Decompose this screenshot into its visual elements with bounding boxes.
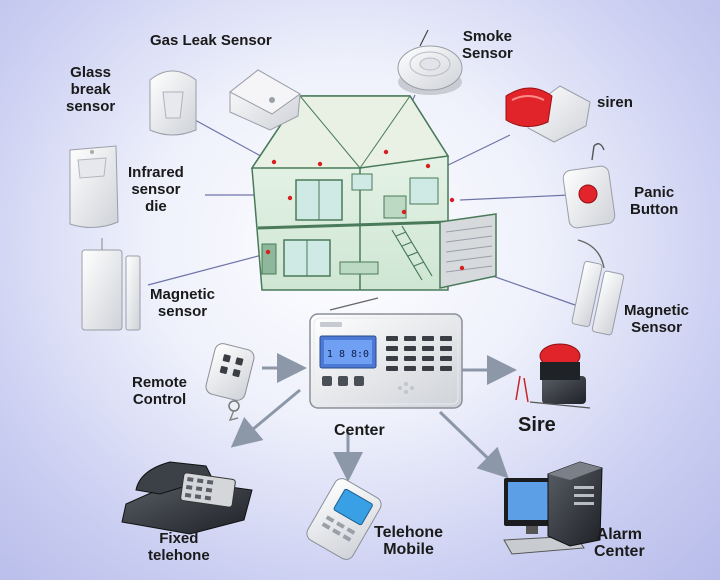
line-siren [437, 134, 511, 171]
label-remote-line-1: Remote [132, 374, 188, 391]
remote-control-device [205, 343, 255, 422]
label-fixed-line-2: telehone [148, 547, 210, 564]
label-alarm-center: Alarm Center [594, 526, 645, 560]
label-panic-line-2: Button [630, 201, 679, 218]
alarm-center-computer [503, 461, 603, 555]
label-gas-leak-sensor: Gas Leak Sensor [150, 32, 272, 49]
label-panic-line-1: Panic [634, 184, 675, 201]
panic-button-device [562, 143, 616, 229]
label-panic-button: Panic Button [630, 184, 678, 218]
label-fixed-line-1: Fixed [159, 530, 199, 547]
sire-device [515, 343, 591, 409]
label-magnetic-left-line-1: Magnetic [150, 286, 216, 303]
mobile-phone-device [306, 478, 382, 560]
label-telephone-mobile: Telehone Mobile [374, 524, 443, 558]
label-magnetic-right-line-2: Sensor [631, 319, 682, 336]
smoke-sensor-device [397, 29, 463, 95]
gas-leak-sensor-device [229, 69, 301, 131]
label-alarm-line-2: Center [594, 543, 645, 560]
glass-break-sensor-device [149, 70, 197, 136]
panel-keypad [386, 336, 452, 371]
line-glass-break [194, 119, 269, 161]
infrared-sensor-device [69, 145, 119, 228]
label-magnetic-left-line-2: sensor [157, 303, 208, 320]
fixed-telephone-device [121, 461, 253, 535]
label-sire: Sire [518, 414, 556, 436]
label-alarm-line-1: Alarm [596, 526, 643, 543]
label-infrared-line-2: sensor [131, 181, 181, 198]
siren-device [505, 85, 591, 143]
label-center: Center [334, 422, 385, 439]
line-magnetic-left [147, 254, 263, 286]
magnetic-sensor-left-device [81, 238, 141, 331]
control-panel-device: 1 8 8:0 [309, 297, 463, 409]
label-smoke-sensor-line-1: Smoke [462, 28, 513, 45]
label-magnetic-sensor-right: Magnetic Sensor [624, 302, 689, 336]
label-magnetic-sensor-left: Magnetic sensor [150, 286, 215, 320]
label-remote-line-2: Control [132, 391, 187, 408]
label-mobile-line-2: Mobile [383, 541, 434, 558]
arrow-center-to-alarm-center [438, 410, 509, 479]
label-magnetic-right-line-1: Magnetic [624, 302, 690, 319]
line-panic [459, 194, 571, 201]
label-infrared-line-3: die [145, 198, 167, 215]
label-smoke-sensor: Smoke Sensor [462, 28, 513, 62]
label-fixed-telephone: Fixed telehone [148, 530, 210, 564]
connection-arrows [230, 353, 517, 482]
label-infrared-line-1: Infrared [128, 164, 184, 181]
label-infrared-sensor: Infrared sensor die [128, 164, 184, 215]
panel-lcd-text: 1 8 8:0 [327, 349, 369, 360]
arrow-center-to-fixed-phone [230, 388, 301, 448]
label-siren: siren [597, 94, 633, 111]
house-cutaway [250, 95, 497, 291]
magnetic-sensor-right-device [571, 239, 625, 336]
label-smoke-sensor-line-2: Sensor [462, 45, 513, 62]
label-glass-break-line-2: break [70, 81, 111, 98]
label-remote-control: Remote Control [132, 374, 187, 408]
label-glass-break-sensor: Glass break sensor [66, 64, 115, 115]
label-mobile-line-1: Telehone [374, 524, 444, 541]
label-glass-break-line-3: sensor [66, 98, 116, 115]
label-glass-break-line-1: Glass [70, 64, 112, 81]
